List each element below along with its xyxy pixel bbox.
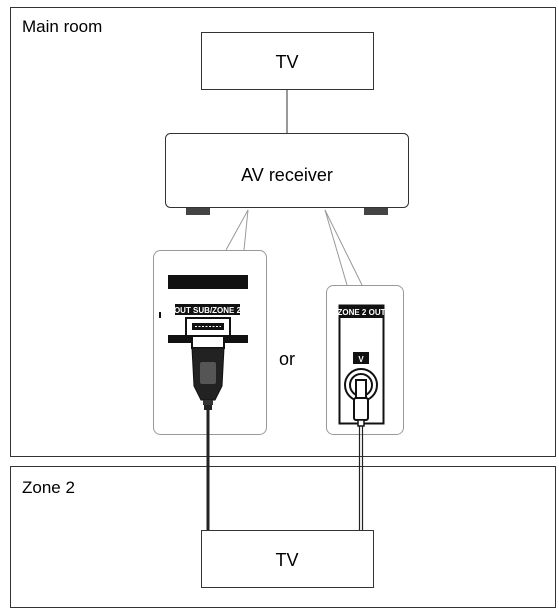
zone2-out-label: ZONE 2 OUT <box>337 308 385 317</box>
hdmi-port <box>185 317 231 337</box>
hdmi-port-label: OUT SUB/ZONE 2 <box>174 306 242 315</box>
hdmi-plug <box>191 335 225 410</box>
av-receiver-label: AV receiver <box>241 165 333 185</box>
zone2-tv-label: TV <box>275 550 298 570</box>
main-room-region <box>10 7 556 457</box>
hdmi-port-tag <box>175 304 240 315</box>
zone2-label: Zone 2 <box>22 478 75 497</box>
hdmi-panel-bar <box>168 275 248 289</box>
or-text: or <box>279 349 295 369</box>
hdmi-callout <box>225 209 249 251</box>
video-jack-tag <box>353 352 369 364</box>
composite-callout <box>324 209 363 286</box>
receiver-foot-left <box>186 208 210 215</box>
rca-plug <box>353 379 369 427</box>
zone2-out-tag <box>340 306 383 318</box>
main-tv-label: TV <box>275 52 298 72</box>
main-room-label: Main room <box>22 17 102 36</box>
receiver-foot-right <box>364 208 388 215</box>
video-jack-label: V <box>358 355 364 364</box>
av-receiver-box <box>165 133 409 208</box>
main-tv-box <box>201 32 374 90</box>
zone2-tv-box <box>201 530 374 588</box>
zone2-region <box>10 466 556 608</box>
